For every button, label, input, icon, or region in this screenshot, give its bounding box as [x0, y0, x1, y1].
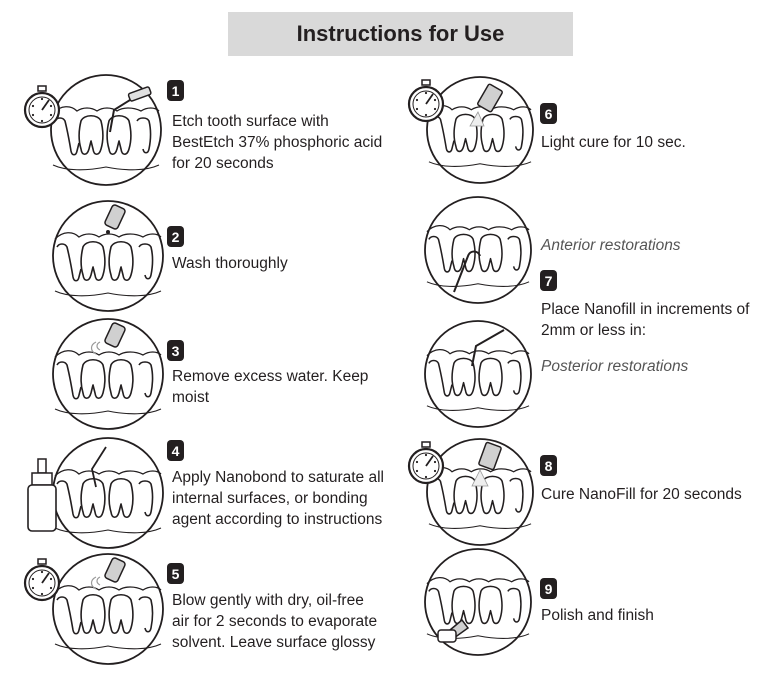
step-7-text: Place Nanofill in increments of 2mm or l…	[541, 301, 750, 339]
curing-light-icon	[471, 441, 502, 487]
step-3-illustration	[52, 318, 164, 430]
water-nozzle-icon	[104, 204, 126, 234]
step-6-illustration	[404, 74, 534, 186]
polishing-tool-icon	[437, 618, 470, 643]
step-5-number: 5	[167, 563, 184, 584]
etch-syringe-icon	[109, 86, 152, 133]
step-9-illustration	[424, 548, 532, 656]
step-7-anterior-illustration	[424, 196, 532, 304]
teeth-illustration-icon	[52, 437, 164, 549]
title-banner: Instructions for Use	[228, 12, 573, 56]
page-title: Instructions for Use	[296, 21, 505, 46]
air-nozzle-icon	[90, 557, 126, 590]
teeth-illustration-icon	[424, 320, 532, 428]
step-2-illustration	[52, 200, 164, 312]
teeth-illustration-icon	[52, 318, 164, 430]
air-nozzle-icon	[90, 322, 126, 355]
step-1-number: 1	[167, 80, 184, 101]
bonding-bottle-icon	[27, 458, 57, 532]
step-7-anterior-label: Anterior restorations	[541, 237, 681, 254]
step-7-posterior-illustration	[424, 320, 532, 428]
stopwatch-icon	[407, 440, 445, 485]
curing-light-icon	[469, 83, 503, 127]
step-1-text: Etch tooth surface with BestEtch 37% pho…	[172, 113, 383, 172]
stopwatch-icon	[23, 557, 61, 602]
step-6-text: Light cure for 10 sec.	[541, 134, 686, 151]
step-1-illustration	[22, 74, 162, 186]
teeth-illustration-icon	[426, 76, 534, 184]
step-4-text: Apply Nanobond to saturate all internal …	[172, 469, 384, 528]
step-6-number: 6	[540, 103, 557, 124]
teeth-illustration-icon	[52, 553, 164, 665]
step-4-number: 4	[167, 440, 184, 461]
step-7-posterior-label: Posterior restorations	[541, 358, 689, 375]
filling-instrument-icon	[453, 250, 481, 293]
step-9-text: Polish and finish	[541, 607, 654, 624]
step-2-number: 2	[167, 226, 184, 247]
teeth-illustration-icon	[52, 200, 164, 312]
step-3-text: Remove excess water. Keep moist	[172, 368, 369, 406]
step-8-illustration	[404, 436, 534, 548]
step-3-number: 3	[167, 340, 184, 361]
teeth-illustration-icon	[50, 74, 162, 186]
step-5-illustration	[22, 553, 164, 665]
teeth-illustration-icon	[424, 196, 532, 304]
step-7-number: 7	[540, 270, 557, 291]
step-8-number: 8	[540, 455, 557, 476]
step-9-number: 9	[540, 578, 557, 599]
step-5-text: Blow gently with dry, oil-free air for 2…	[172, 592, 378, 651]
teeth-illustration-icon	[426, 438, 534, 546]
step-8-text: Cure NanoFill for 20 seconds	[541, 486, 742, 503]
step-4-illustration	[22, 437, 164, 549]
stopwatch-icon	[23, 84, 61, 129]
filling-instrument-icon	[471, 329, 505, 367]
step-2-text: Wash thoroughly	[172, 255, 288, 272]
stopwatch-icon	[407, 78, 445, 123]
brush-applicator-icon	[91, 446, 107, 488]
